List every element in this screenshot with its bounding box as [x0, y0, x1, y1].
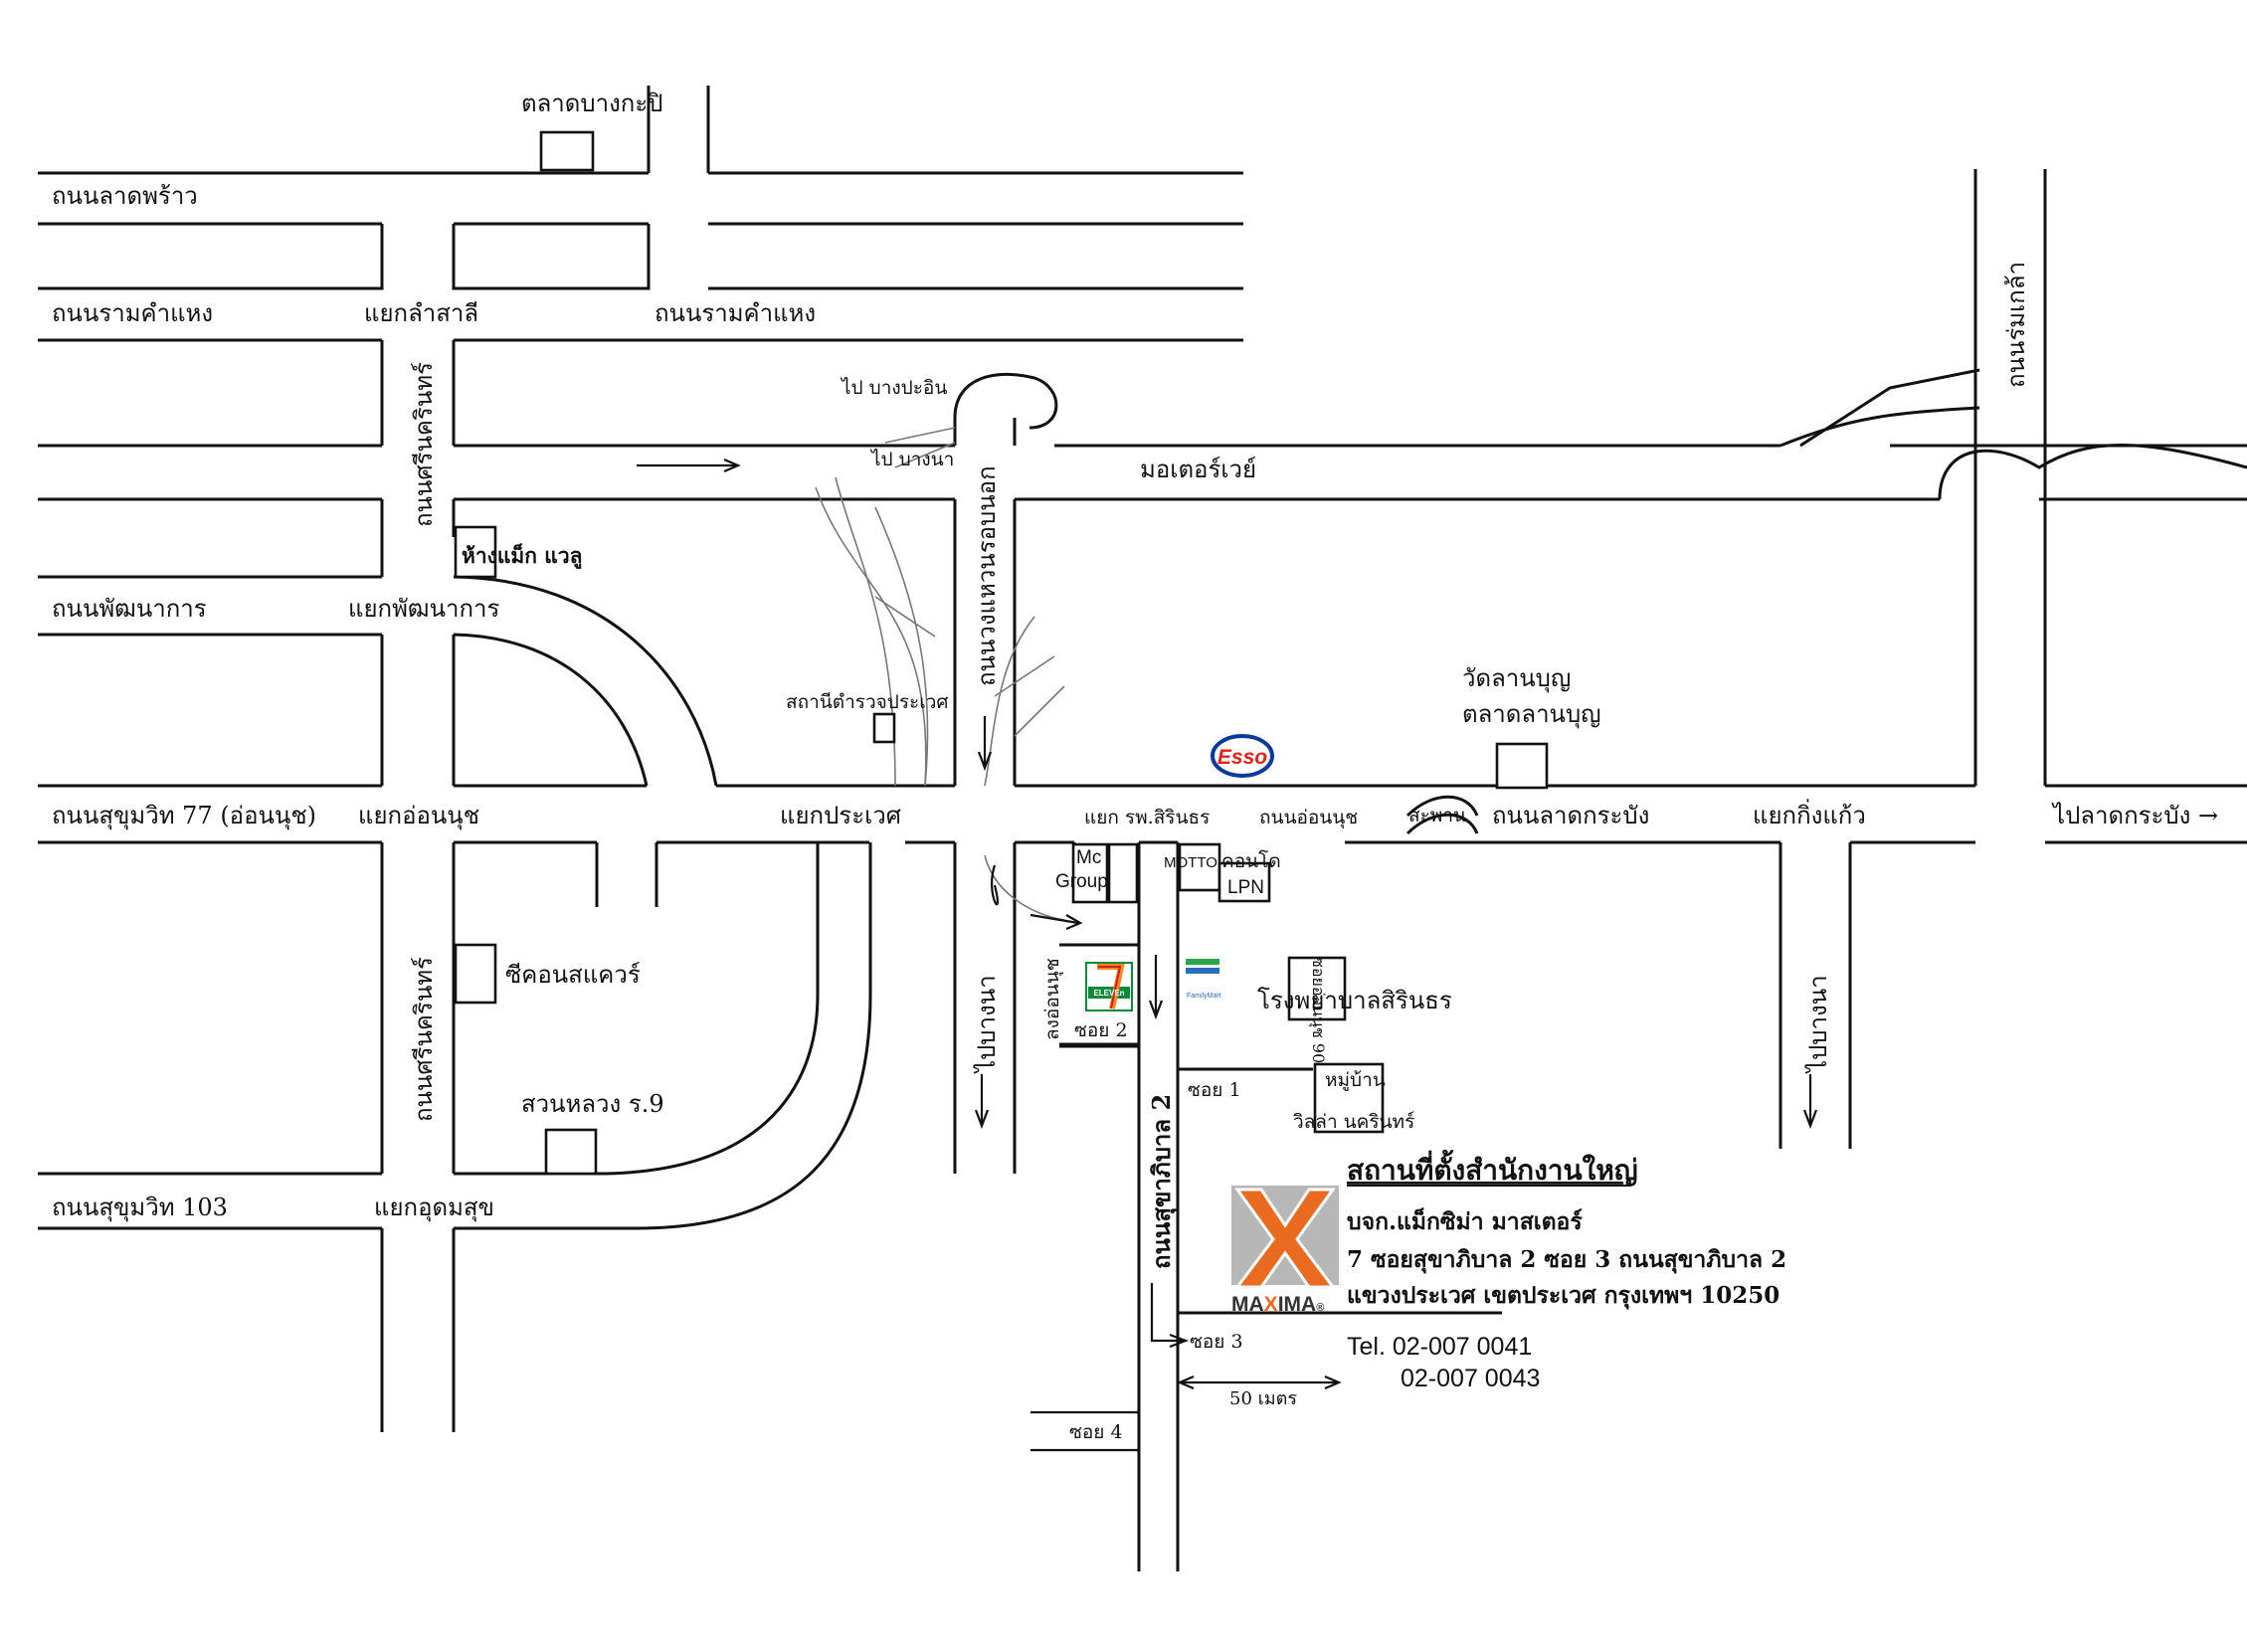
esso-text: Esso — [1217, 746, 1267, 769]
mc-group-box-2 — [1107, 842, 1139, 904]
label-to-bang-pa-in: ไป บางปะอิน — [840, 377, 947, 399]
label-phatthanakan: ถนนพัฒนาการ — [52, 595, 207, 623]
lpn-condo-box — [1217, 861, 1271, 903]
label-sukhumvit-103: ถนนสุขุมวิท 103 — [52, 1193, 228, 1222]
label-sirindhorn-hospital: โรงพยาบาลสิรินธร — [1257, 987, 1452, 1014]
label-wat-lan-bun: วัดลานบุญ — [1462, 664, 1571, 693]
seven-eleven-band-icon — [1088, 987, 1130, 999]
label-talad-bangkapi: ตลาดบางกะปิ — [521, 90, 662, 117]
label-to-bang-na-top: ไป บางนา — [869, 449, 954, 470]
label-yaek-prawet: แยกประเวศ — [780, 802, 901, 829]
label-police-station: สถานีตำรวจประเวศ — [786, 691, 948, 713]
label-down-on-nut: ลงอ่อนนุช — [1041, 958, 1064, 1040]
office-address-line-1: 7 ซอยสุขาภิบาล 2 ซอย 3 ถนนสุขาภิบาล 2 — [1347, 1246, 1786, 1274]
motto-box — [1178, 842, 1221, 892]
esso-logo: Esso — [1211, 734, 1274, 778]
label-soi-4: ซอย 4 — [1069, 1421, 1123, 1443]
label-yaek-lam-sali: แยกลำสาลี — [364, 299, 478, 327]
family-mart-logo: FamilyMart — [1186, 959, 1221, 1000]
label-mc: Mc — [1076, 847, 1101, 868]
seven-eleven-logo: ELEVEn — [1085, 962, 1133, 1011]
label-yaek-sirindhorn: แยก รพ.สิรินธร — [1084, 807, 1210, 828]
direction-arrows — [637, 458, 1818, 1390]
label-bridge: สะพาน — [1408, 805, 1466, 826]
label-soi-2: ซอย 2 — [1074, 1019, 1128, 1041]
office-title: สถานที่ตั้งสำนักงานใหญ่ — [1347, 1149, 1638, 1187]
label-yaek-udom-suk: แยกอุดมสุข — [374, 1193, 494, 1222]
label-soi-on-nut-90: ซอยอ่อนนุช 90 — [1308, 957, 1328, 1063]
label-sukhumvit-77: ถนนสุขุมวิท 77 (อ่อนนุช) — [52, 802, 316, 830]
label-motorway: มอเตอร์เวย์ — [1140, 456, 1256, 483]
office-company: บจก.แม็กซิม่า มาสเตอร์ — [1347, 1206, 1583, 1235]
label-lpn: LPN — [1227, 877, 1264, 898]
landmarks — [454, 130, 1549, 1176]
label-mega-bangna: ห้างแม็ก แวลู — [462, 542, 583, 570]
label-to-bang-na-right: ไปบางนา — [1804, 975, 1832, 1074]
label-ramkhamhaeng-right: ถนนรามคำแหง — [655, 299, 816, 327]
label-to-lat-krabang: ไปลาดกระบัง → — [2051, 802, 2218, 829]
label-talad-lan-bun: ตลาดลานบุญ — [1462, 700, 1601, 729]
label-yaek-phatthanakan: แยกพัฒนาการ — [348, 595, 499, 623]
esso-ring-icon — [1211, 734, 1274, 778]
label-lad-phrao: ถนนลาดพร้าว — [52, 182, 198, 210]
label-on-nut-road: ถนนอ่อนนุช — [1259, 807, 1358, 829]
bangkapi-market-box — [539, 130, 595, 172]
office-info: สถานที่ตั้งสำนักงานใหญ่ บจก.แม็กซิม่า มา… — [1347, 1149, 1786, 1392]
label-soi-3: ซอย 3 — [1190, 1331, 1243, 1353]
suan-luang-box — [544, 1128, 598, 1176]
label-yaek-on-nut: แยกอ่อนนุช — [358, 802, 479, 830]
label-condo: คอนโด — [1221, 849, 1281, 872]
label-kanchanaphisek: ถนนวงแหวนรอบนอก — [973, 465, 1001, 686]
office-address-line-2: แขวงประเวศ เขตประเวศ กรุงเทพฯ 10250 — [1347, 1282, 1779, 1310]
label-scale: 50 เมตร — [1229, 1388, 1297, 1409]
seacon-square-box — [454, 943, 497, 1005]
label-srinakarin-south: ถนนศรีนครินทร์ — [410, 957, 438, 1122]
police-station-box — [872, 712, 896, 744]
label-lat-krabang-road: ถนนลาดกระบัง — [1492, 802, 1649, 829]
label-yaek-king-kaeo: แยกกิ่งแก้ว — [1753, 799, 1866, 829]
label-ramkhamhaeng-left: ถนนรามคำแหง — [52, 299, 213, 327]
maxima-logo: MAXIMA® — [1231, 1186, 1339, 1316]
label-village-2: วิลล่า นครินทร์ — [1293, 1111, 1415, 1133]
seven-numeral-red-icon — [1098, 966, 1122, 1010]
road-network — [38, 86, 2247, 1571]
label-seacon-square: ซีคอนสแควร์ — [505, 961, 641, 989]
map-labels: ตลาดบางกะปิ ถนนลาดพร้าว ถนนรามคำแหง แยกล… — [52, 90, 2218, 1443]
wat-lan-bun-box — [1495, 742, 1549, 790]
family-mart-text: FamilyMart — [1187, 993, 1221, 1000]
label-motto: MOTTO — [1164, 854, 1217, 871]
label-soi-1: ซอย 1 — [1188, 1079, 1241, 1101]
label-srinakarin-north: ถนนศรีนครินทร์ — [410, 362, 438, 527]
pencil-sketch-routes — [815, 427, 1065, 921]
seven-eleven-text: ELEVEn — [1093, 989, 1124, 998]
mc-group-box — [1071, 842, 1109, 904]
label-group: Group — [1055, 871, 1108, 892]
villa-nakarin-box — [1313, 1062, 1385, 1134]
maxima-x-mark-icon — [1234, 1188, 1336, 1289]
family-mart-blue-bar-icon — [1186, 968, 1219, 974]
office-tel-1: Tel. 02-007 0041 — [1347, 1333, 1532, 1361]
label-village-1: หมู่บ้าน — [1325, 1069, 1386, 1091]
label-sukhaphiban-2: ถนนสุขาภิบาล 2 — [1147, 1094, 1178, 1269]
family-mart-green-bar-icon — [1186, 959, 1219, 965]
label-suan-luang: สวนหลวง ร.9 — [521, 1090, 664, 1118]
sirindhorn-hospital-box — [1287, 956, 1347, 1021]
label-romklao: ถนนร่มเกล้า — [2002, 262, 2030, 388]
label-to-bang-na-mid: ไปบางนา — [973, 975, 1001, 1074]
office-tel-2: 02-007 0043 — [1401, 1365, 1540, 1392]
maxima-wordmark: MAXIMA® — [1231, 1293, 1324, 1316]
mega-bangna-box — [454, 525, 497, 579]
